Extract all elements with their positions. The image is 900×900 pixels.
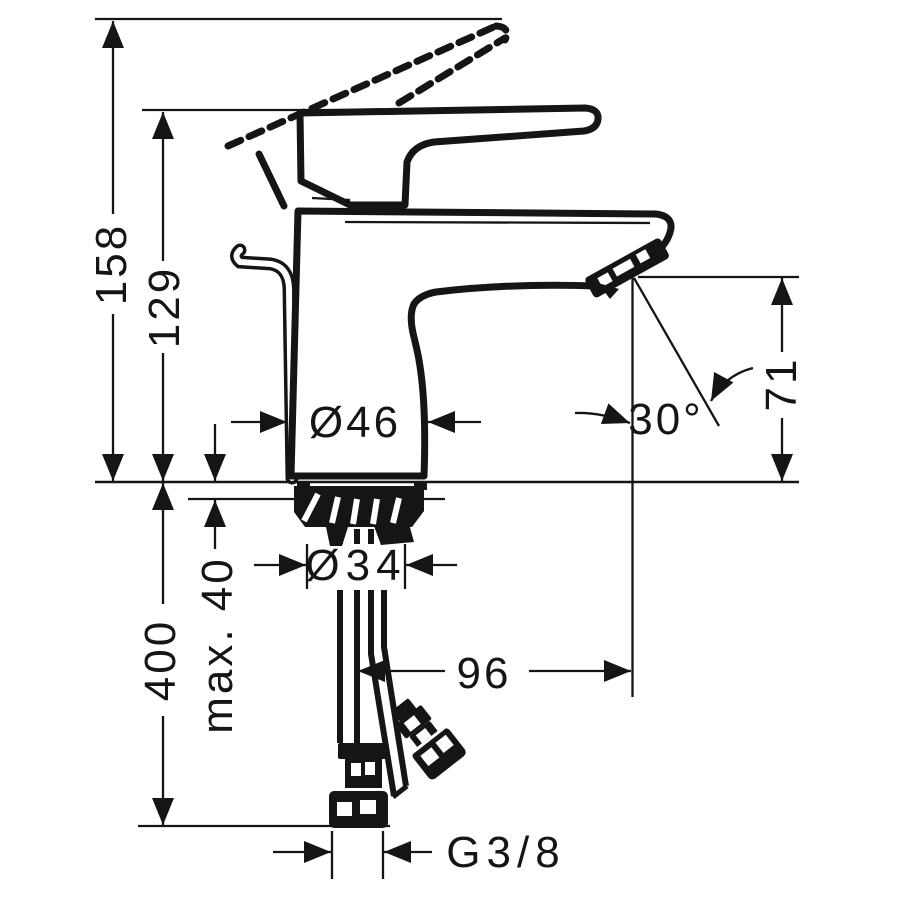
handle-base-tick xyxy=(311,196,351,202)
reference-lines xyxy=(95,17,799,879)
hose-bent-right-edge xyxy=(381,590,409,787)
faucet-handle xyxy=(296,104,602,209)
body-diameter-label: Ø46 xyxy=(309,398,401,447)
dimension-lines xyxy=(102,20,793,863)
hole-diameter-label: Ø34 xyxy=(305,541,406,590)
spout-angle-line xyxy=(633,277,720,427)
under-counter-assembly xyxy=(294,483,466,828)
popup-rod-highlight xyxy=(233,247,295,481)
open-handle-underside xyxy=(224,22,500,150)
popup-rod-outline xyxy=(230,243,299,485)
spout-angle-label: 30° xyxy=(628,395,704,444)
outlet-height-label: 71 xyxy=(757,357,806,412)
outlet-reach-label: 96 xyxy=(457,649,512,698)
faucet-body xyxy=(287,207,675,480)
hose-bent-end-cap xyxy=(391,784,409,799)
spout-top-inner-line xyxy=(344,220,651,225)
connection-thread-label: G3/8 xyxy=(446,828,565,877)
hose-connector-straight xyxy=(329,743,388,828)
max-counter-thickness-label: max. 40 xyxy=(193,556,242,734)
hose-length-label: 400 xyxy=(136,619,185,701)
aerator-lip xyxy=(598,283,619,299)
handle-height-label: 129 xyxy=(140,266,189,348)
total-height-label: 158 xyxy=(87,223,136,305)
aerator-slot xyxy=(612,258,635,277)
open-handle-tip xyxy=(492,22,511,44)
popup-rod xyxy=(230,243,299,485)
dimension-labels: 158 129 400 max. 40 71 Ø46 Ø34 96 30° G3… xyxy=(87,223,806,877)
open-handle-topside xyxy=(395,34,509,107)
mounting-nut-slots xyxy=(301,492,402,525)
angle-leader-left xyxy=(574,403,631,425)
faucet xyxy=(224,22,675,485)
hose-connector-angled xyxy=(392,698,466,780)
angle-leader-right xyxy=(709,366,754,402)
aerator-slot xyxy=(597,272,613,287)
open-handle-base-edge xyxy=(255,150,288,210)
aerator-slot xyxy=(635,249,651,264)
aerator xyxy=(585,238,669,299)
handle-open-dashed xyxy=(224,22,511,210)
